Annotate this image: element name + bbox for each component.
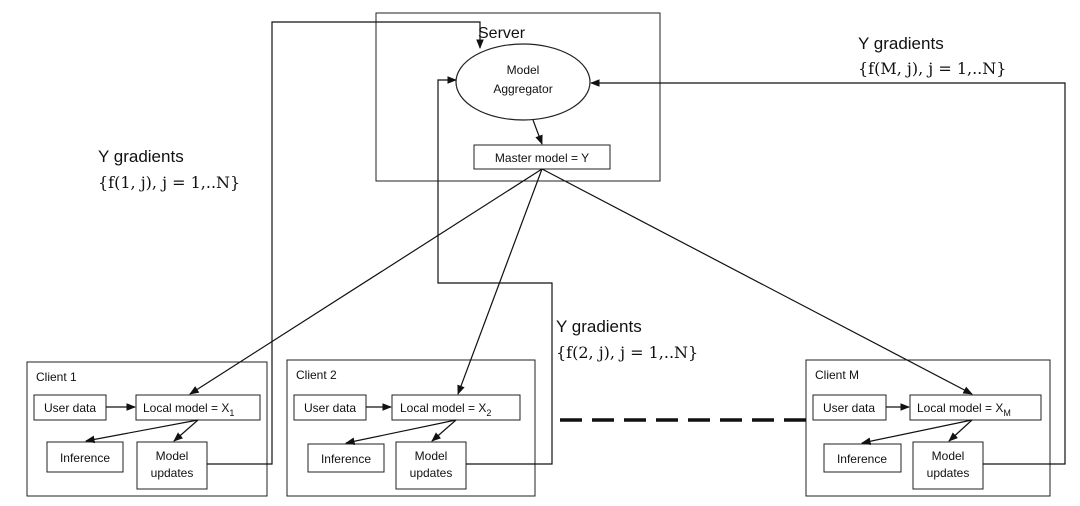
master-model-label: Master model = Y [495,151,589,165]
master-to-client-1-arrow [189,168,543,395]
client-1-inference-arrow [85,419,199,444]
aggregator-label-line2: Aggregator [493,82,552,96]
client-m-model-updates: Model updates [912,441,984,490]
svg-text:Model: Model [156,449,189,463]
svg-text:User data: User data [304,401,356,415]
svg-text:Local model = X1: Local model = X1 [143,401,234,418]
gradient-label-2-line2: {f(2, j), j = 1,..N} [556,343,698,362]
client-2-user-data: User data [293,394,367,421]
svg-text:updates: updates [927,466,970,480]
client-m-inference-arrow [861,419,973,445]
svg-text:Inference: Inference [321,452,371,466]
client-1-model-updates: Model updates [136,441,208,490]
client-m-title: Client M [815,368,859,382]
gradient-label-client-1: Y gradients {f(1, j), j = 1,..N} [98,147,240,192]
client-2-inference-arrow [345,419,457,445]
svg-text:Inference: Inference [837,452,887,466]
client-m-gradient-uplink [590,79,1066,465]
client-m-user-data: User data [812,394,887,421]
master-to-client-2-arrow [457,168,543,395]
gradient-label-client-2: Y gradients {f(2, j), j = 1,..N} [556,317,698,362]
client-1-gradient-uplink [207,21,484,465]
svg-text:updates: updates [410,466,453,480]
client-2-local-model: Local model = X2 [391,394,521,421]
client-1-inference: Inference [46,441,124,473]
svg-text:Model: Model [415,449,448,463]
gradient-label-client-m: Y gradients {f(M, j), j = 1,..N} [858,34,1006,78]
client-m-local-model: Local model = XM [909,394,1042,421]
client-m-box: Client M User data Local model = XM Infe… [805,359,1051,497]
client-2-box: Client 2 User data Local model = X2 Infe… [286,359,536,497]
client-m-inference: Inference [823,443,902,473]
client-2-title: Client 2 [296,368,337,382]
gradient-label-m-line1: Y gradients [858,34,944,53]
svg-text:Model: Model [932,449,965,463]
gradient-label-1-line2: {f(1, j), j = 1,..N} [98,173,240,192]
client-2-updates-arrow [431,419,457,442]
aggregator-label-line1: Model [507,63,540,77]
client-2-model-updates: Model updates [395,441,467,490]
master-model-box: Master model = Y [473,144,611,170]
gradient-label-1-line1: Y gradients [98,147,184,166]
svg-text:User data: User data [823,401,875,415]
client-2-gradient-uplink [437,76,553,465]
client-1-local-model: Local model = X1 [135,394,261,421]
client-1-box: Client 1 User data Local model = X1 Infe… [26,361,268,497]
gradient-label-2-line1: Y gradients [556,317,642,336]
gradient-label-m-line2: {f(M, j), j = 1,..N} [858,59,1006,78]
client-1-user-data: User data [33,394,107,421]
master-to-client-m-arrow [541,168,973,395]
svg-text:Local model = X2: Local model = X2 [400,401,491,418]
client-1-title: Client 1 [36,370,77,384]
svg-text:updates: updates [151,466,194,480]
aggregator-to-master-arrow [532,119,543,145]
client-2-inference: Inference [307,443,385,473]
client-1-updates-arrow [173,419,199,442]
svg-text:Inference: Inference [60,451,110,465]
svg-text:User data: User data [44,401,96,415]
model-aggregator-node: Model Aggregator [455,43,591,121]
server-title: Server [478,25,526,42]
svg-text:Local model = XM: Local model = XM [917,401,1011,418]
client-m-updates-arrow [948,419,973,442]
